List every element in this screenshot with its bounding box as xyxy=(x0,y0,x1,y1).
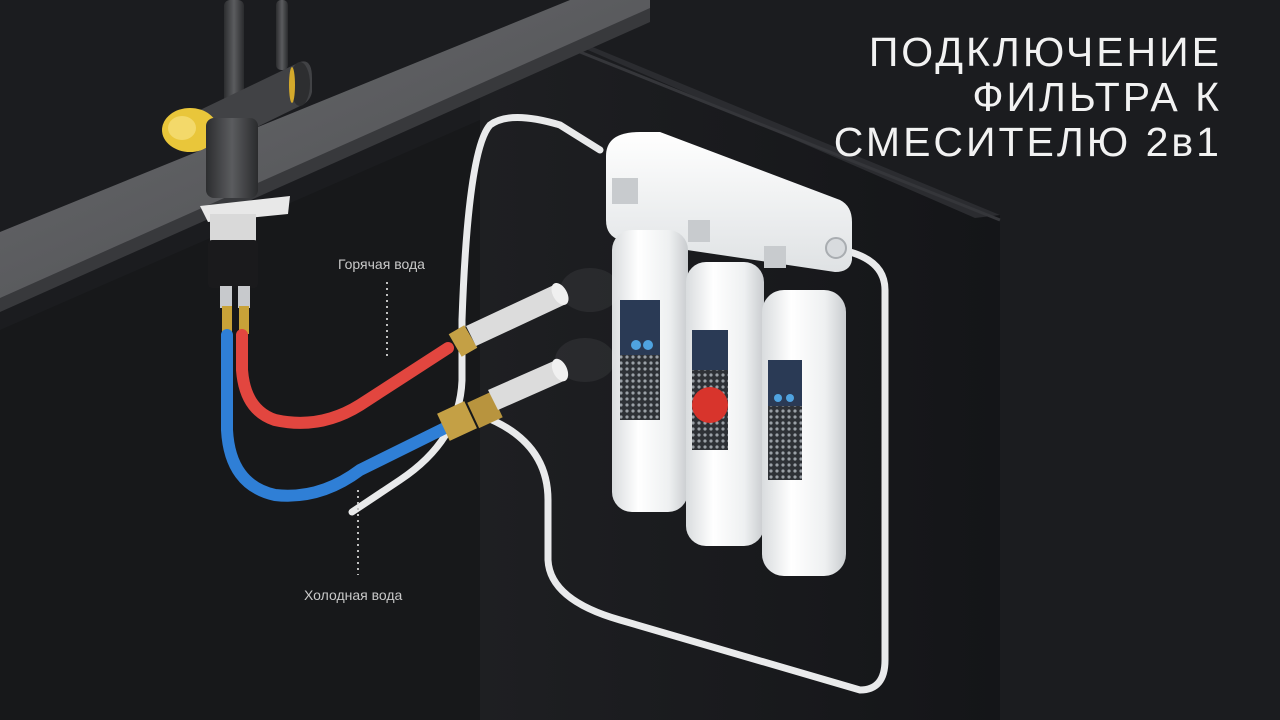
title-line-3: СМЕСИТЕЛЮ 2в1 xyxy=(833,119,1222,165)
filter-inlet-tube xyxy=(476,248,889,694)
hot-water-hose xyxy=(236,329,454,429)
cabinet-side-wall xyxy=(0,120,480,720)
filter-outlet-tube xyxy=(458,114,604,324)
countertop xyxy=(0,0,650,300)
cold-water-hose xyxy=(221,329,451,502)
faucet-icon xyxy=(162,0,312,334)
title-line-2: ФИЛЬТРА К xyxy=(972,74,1222,120)
filter-cartridge-icon xyxy=(606,132,852,576)
cold-water-label: Холодная вода xyxy=(304,587,403,603)
cold-water-pipe xyxy=(437,358,569,441)
hot-water-pipe xyxy=(448,283,569,357)
hot-water-label: Горячая вода xyxy=(338,256,425,272)
diagram-title: ПОДКЛЮЧЕНИЕ ФИЛЬТРА К СМЕСИТЕЛЮ 2в1 xyxy=(834,30,1222,165)
title-line-1: ПОДКЛЮЧЕНИЕ xyxy=(868,29,1222,75)
